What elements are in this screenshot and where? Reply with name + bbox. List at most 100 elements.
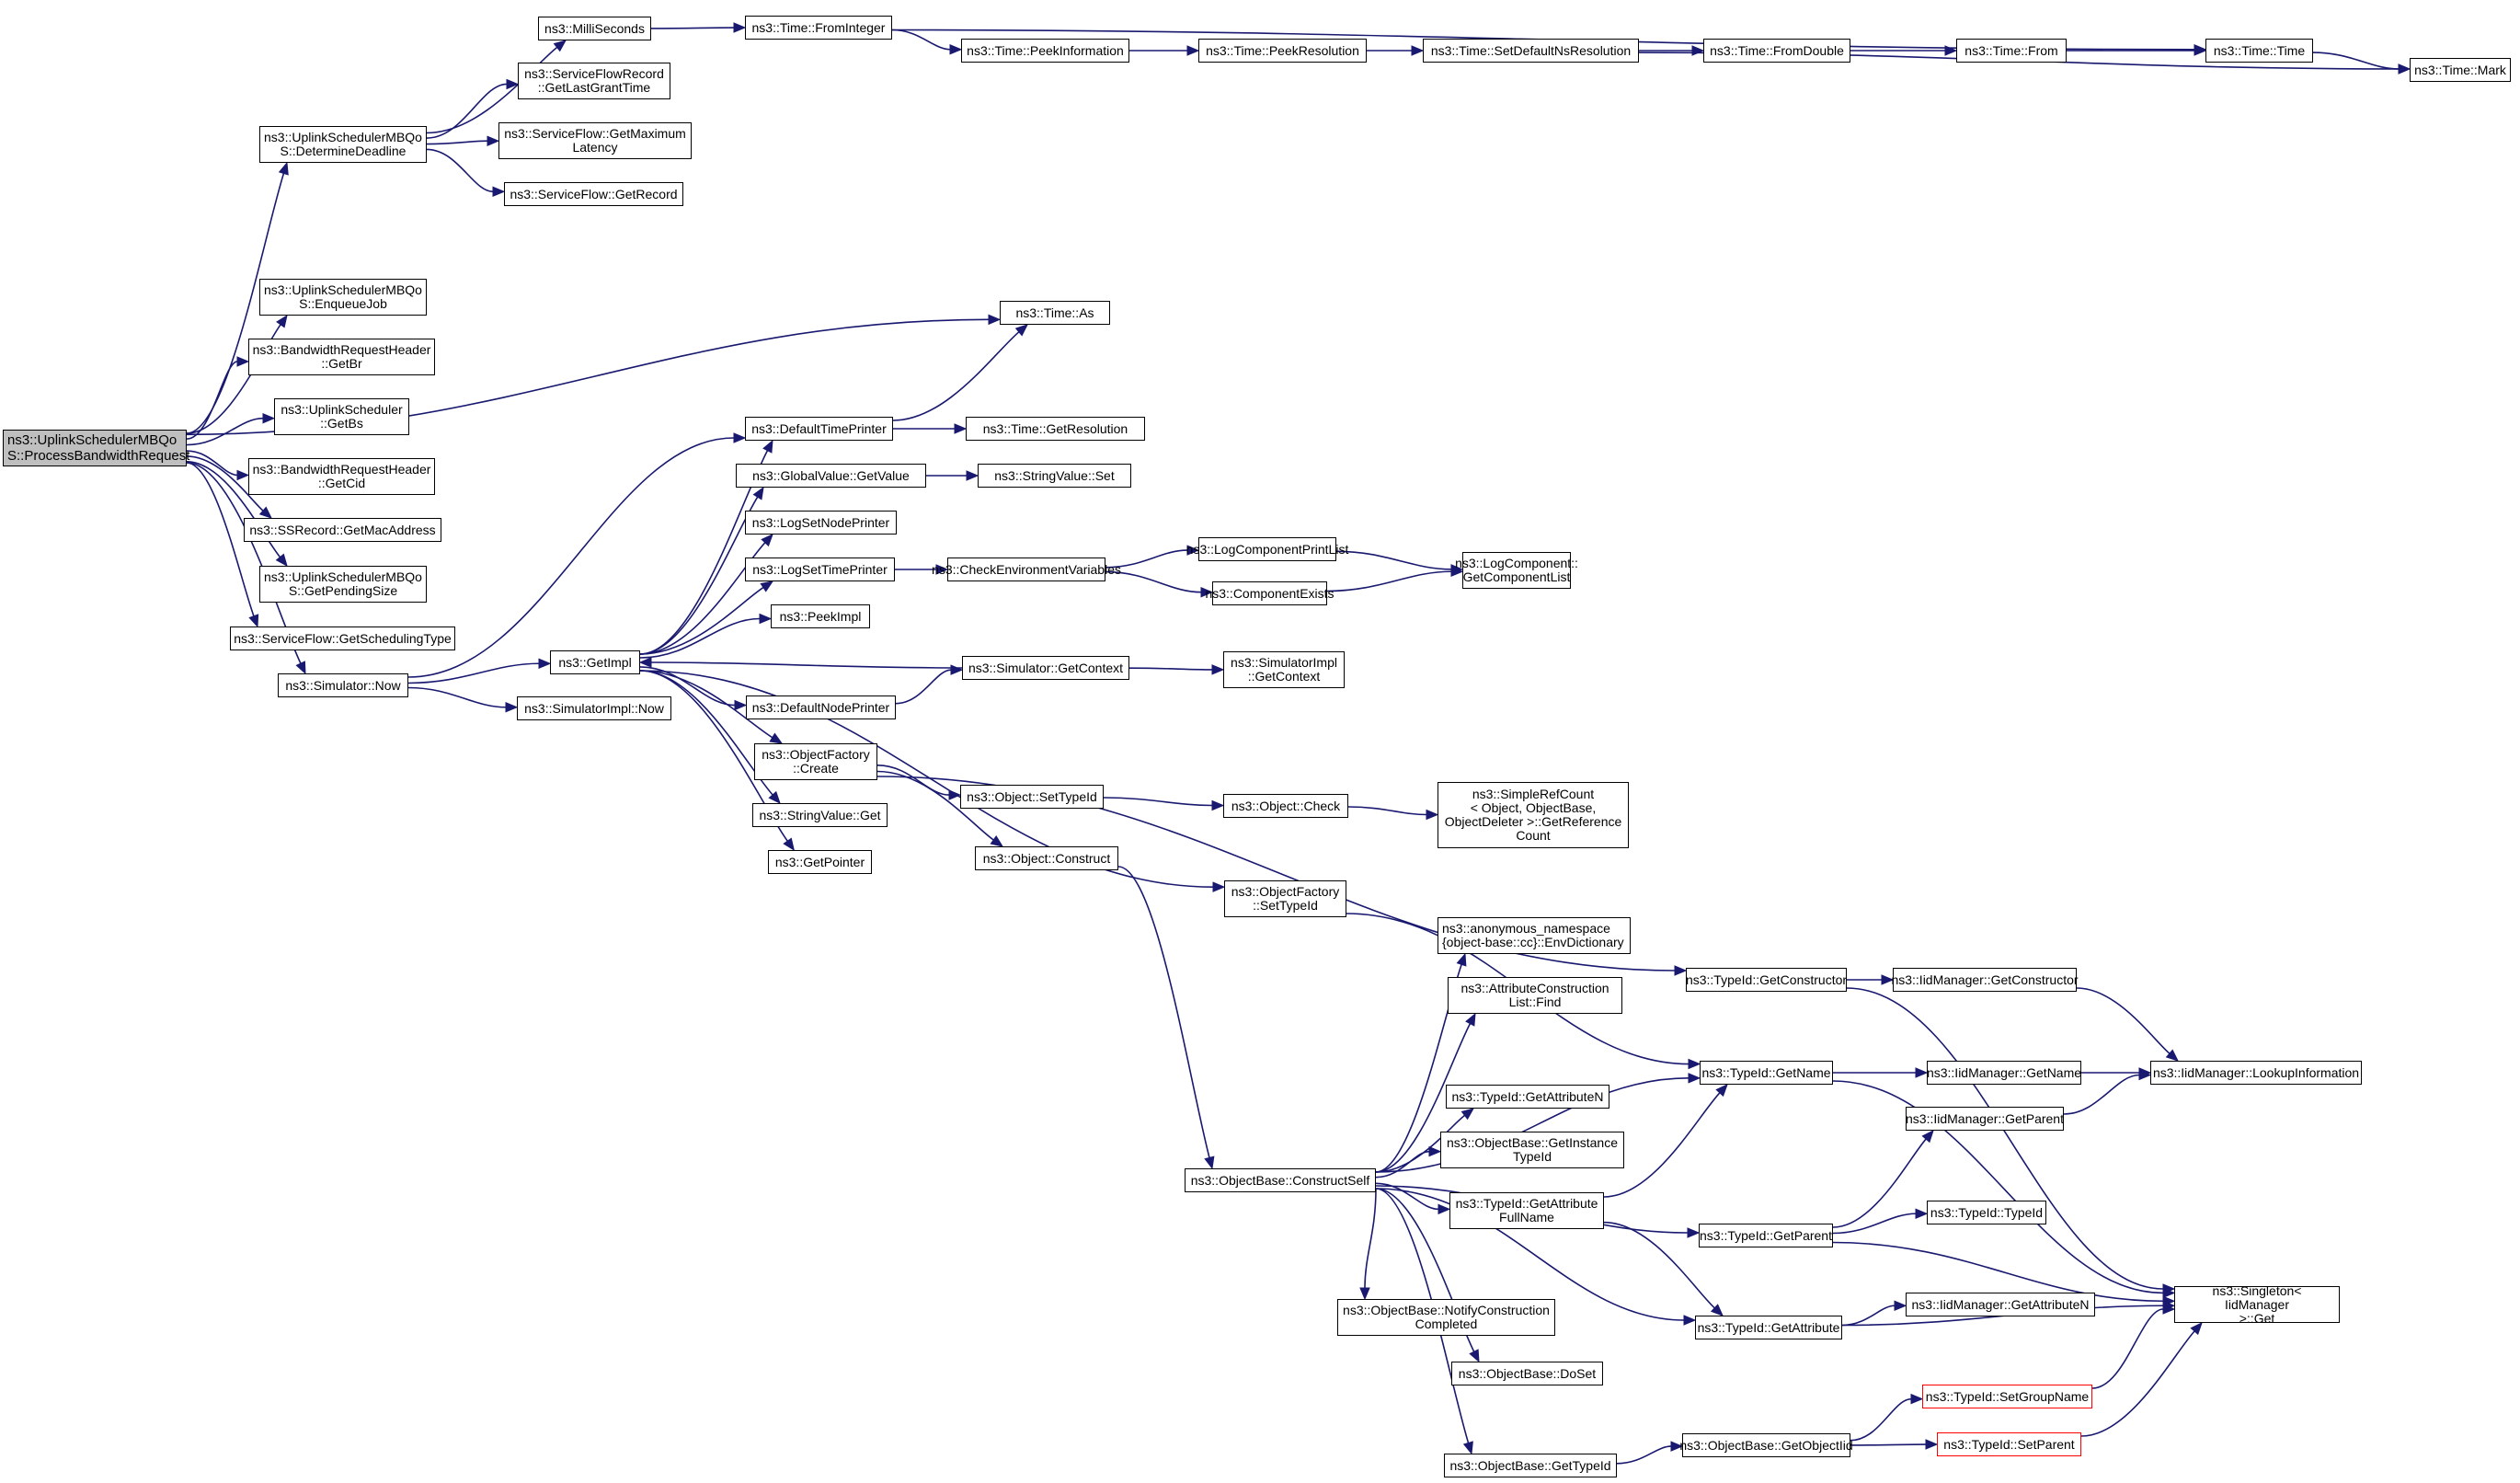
node-iid-manager-get-parent[interactable]: ns3::IidManager::GetParent [1906, 1107, 2064, 1131]
node-get-impl[interactable]: ns3::GetImpl [550, 650, 640, 674]
arrowhead-icon [492, 186, 506, 198]
edge-root-to-getCid [186, 450, 238, 477]
node-type-id-get-parent[interactable]: ns3::TypeId::GetParent [1699, 1224, 1833, 1247]
node-construct-self[interactable]: ns3::ObjectBase::ConstructSelf [1185, 1168, 1376, 1192]
node-string-value-get[interactable]: ns3::StringValue::Get [752, 803, 888, 827]
node-time-as[interactable]: ns3::Time::As [1000, 301, 1110, 325]
arrowhead-icon [236, 356, 250, 367]
node-object-factory-create[interactable]: ns3::ObjectFactory ::Create [754, 743, 877, 780]
node-notify-construction-completed[interactable]: ns3::ObjectBase::NotifyConstruction Comp… [1337, 1299, 1555, 1336]
node-get-pointer[interactable]: ns3::GetPointer [768, 850, 872, 874]
node-simulator-impl-get-context[interactable]: ns3::SimulatorImpl ::GetContext [1223, 651, 1345, 688]
node-string-value-set[interactable]: ns3::StringValue::Set [978, 464, 1131, 488]
node-iid-manager-get-name[interactable]: ns3::IidManager::GetName [1927, 1061, 2081, 1085]
node-object-set-type-id[interactable]: ns3::Object::SetTypeId [960, 785, 1104, 809]
node-simulator-impl-now[interactable]: ns3::SimulatorImpl::Now [517, 696, 671, 720]
arrowhead-icon [2138, 1069, 2152, 1081]
node-get-br[interactable]: ns3::BandwidthRequestHeader ::GetBr [248, 339, 435, 375]
node-time-from-integer[interactable]: ns3::Time::FromInteger [745, 16, 892, 40]
node-determine-deadline[interactable]: ns3::UplinkSchedulerMBQo S::DetermineDea… [259, 126, 427, 163]
node-attribute-construction-list-find[interactable]: ns3::AttributeConstruction List::Find [1448, 977, 1622, 1014]
edge-typeIdGetParent-to-singletonGet [1832, 1241, 2164, 1303]
node-default-time-printer[interactable]: ns3::DefaultTimePrinter [745, 417, 893, 441]
arrowhead-icon [1925, 1439, 1939, 1450]
arrowhead-icon [1687, 1227, 1701, 1238]
node-get-scheduling-type[interactable]: ns3::ServiceFlow::GetSchedulingType [230, 627, 455, 650]
arrowhead-icon [1674, 965, 1688, 976]
node-singleton-iid-manager-get[interactable]: ns3::Singleton< IidManager >::Get [2174, 1283, 2340, 1325]
node-object-factory-set-type-id[interactable]: ns3::ObjectFactory ::SetTypeId [1224, 880, 1346, 917]
edge-typeIdGetParent-to-iidGetParent [1832, 1138, 1927, 1228]
node-time-mark[interactable]: ns3::Time::Mark [2410, 58, 2511, 82]
edge-checkEnvVars-to-logComponentPrintList [1105, 549, 1188, 569]
node-component-exists[interactable]: ns3::ComponentExists [1205, 581, 1334, 605]
edge-iidGetConstructor-to-lookupInformation [2076, 987, 2171, 1054]
edge-constructSelf-to-objectBaseGetTypeId [1375, 1188, 1470, 1443]
node-check-environment-variables[interactable]: ns3::CheckEnvironmentVariables [932, 558, 1121, 581]
node-time-from[interactable]: ns3::Time::From [1956, 39, 2067, 63]
node-get-record[interactable]: ns3::ServiceFlow::GetRecord [504, 182, 683, 206]
edge-determineDeadline-to-milliSeconds [426, 46, 558, 134]
node-default-node-printer[interactable]: ns3::DefaultNodePrinter [746, 696, 896, 719]
arrowhead-icon [1688, 1073, 1701, 1084]
node-log-set-node-printer[interactable]: ns3::LogSetNodePrinter [745, 511, 897, 535]
node-get-component-list[interactable]: ns3::LogComponent:: GetComponentList [1455, 552, 1578, 589]
node-global-value-get-value[interactable]: ns3::GlobalValue::GetValue [736, 464, 926, 488]
edge-getImpl-to-objectFactoryCreate [639, 670, 773, 739]
node-get-bs[interactable]: ns3::UplinkScheduler ::GetBs [274, 398, 409, 435]
node-object-check[interactable]: ns3::Object::Check [1223, 794, 1348, 818]
node-object-construct[interactable]: ns3::Object::Construct [975, 846, 1118, 870]
node-peek-information[interactable]: ns3::Time::PeekInformation [961, 39, 1129, 63]
node-iid-manager-get-constructor[interactable]: ns3::IidManager::GetConstructor [1891, 968, 2079, 992]
node-type-id-set-parent[interactable]: ns3::TypeId::SetParent [1937, 1432, 2081, 1456]
edge-constructSelf-to-getInstanceTypeId [1375, 1150, 1430, 1178]
node-from-double[interactable]: ns3::Time::FromDouble [1703, 39, 1850, 63]
arrowhead-icon [966, 470, 979, 481]
node-iid-manager-get-attribute-n[interactable]: ns3::IidManager::GetAttributeN [1906, 1293, 2095, 1316]
node-enqueue-job[interactable]: ns3::UplinkSchedulerMBQo S::EnqueueJob [259, 279, 427, 316]
node-type-id-set-group-name[interactable]: ns3::TypeId::SetGroupName [1922, 1385, 2092, 1408]
node-log-set-time-printer[interactable]: ns3::LogSetTimePrinter [745, 558, 895, 581]
edge-componentExists-to-getComponentList [1326, 570, 1452, 592]
arrowhead-icon [553, 40, 567, 52]
node-simulator-get-context[interactable]: ns3::Simulator::GetContext [962, 656, 1129, 680]
node-simulator-now[interactable]: ns3::Simulator::Now [278, 673, 408, 697]
arrowhead-icon [1456, 952, 1467, 967]
arrowhead-icon [1014, 324, 1028, 337]
arrowhead-icon [1715, 1084, 1728, 1098]
node-get-pending-size[interactable]: ns3::UplinkSchedulerMBQo S::GetPendingSi… [259, 566, 427, 603]
node-object-base-get-type-id[interactable]: ns3::ObjectBase::GetTypeId [1444, 1454, 1617, 1477]
arrowhead-icon [760, 581, 774, 592]
node-time-time[interactable]: ns3::Time::Time [2205, 39, 2313, 63]
node-do-set[interactable]: ns3::ObjectBase::DoSet [1451, 1362, 1603, 1385]
node-set-default-ns-resolution[interactable]: ns3::Time::SetDefaultNsResolution [1423, 39, 1639, 63]
arrowhead-icon [1438, 1203, 1451, 1215]
node-simple-ref-count-get-reference-count[interactable]: ns3::SimpleRefCount < Object, ObjectBase… [1438, 782, 1629, 848]
node-get-attribute-full-name[interactable]: ns3::TypeId::GetAttribute FullName [1449, 1192, 1604, 1229]
node-log-component-print-list[interactable]: ns3::LogComponentPrintList [1186, 537, 1348, 561]
node-get-mac-address[interactable]: ns3::SSRecord::GetMacAddress [244, 518, 441, 542]
node-type-id-get-name[interactable]: ns3::TypeId::GetName [1700, 1061, 1833, 1085]
edge-typeIdGetConstructor-to-singletonGet [1846, 987, 2164, 1290]
edge-typeIdGetName-to-singletonGet [1832, 1080, 2164, 1294]
arrowhead-icon [1462, 1441, 1473, 1455]
node-type-id-get-attribute-n[interactable]: ns3::TypeId::GetAttributeN [1446, 1085, 1609, 1109]
node-get-last-grant-time[interactable]: ns3::ServiceFlowRecord ::GetLastGrantTim… [518, 63, 670, 99]
node-milliseconds[interactable]: ns3::MilliSeconds [538, 17, 651, 40]
edge-root-to-getMacAddress [186, 455, 264, 512]
node-get-instance-type-id[interactable]: ns3::ObjectBase::GetInstance TypeId [1440, 1132, 1624, 1168]
node-get-object-iid[interactable]: ns3::ObjectBase::GetObjectIid [1679, 1433, 1853, 1457]
node-time-get-resolution[interactable]: ns3::Time::GetResolution [966, 417, 1145, 441]
node-type-id-get-attribute[interactable]: ns3::TypeId::GetAttribute [1695, 1316, 1842, 1339]
edge-root-to-determineDeadline [186, 173, 285, 434]
node-env-dictionary[interactable]: ns3::anonymous_namespace {object-base::c… [1438, 917, 1631, 954]
node-type-id-get-constructor[interactable]: ns3::TypeId::GetConstructor [1686, 968, 1847, 992]
edge-simulatorNow-to-simulatorImplNow [407, 686, 507, 708]
node-peek-resolution[interactable]: ns3::Time::PeekResolution [1198, 39, 1367, 63]
node-peek-impl[interactable]: ns3::PeekImpl [771, 604, 870, 628]
node-iid-manager-lookup-information[interactable]: ns3::IidManager::LookupInformation [2150, 1061, 2362, 1085]
node-type-id-type-id[interactable]: ns3::TypeId::TypeId [1927, 1201, 2046, 1224]
node-root-process-bandwidth-request[interactable]: ns3::UplinkSchedulerMBQo S::ProcessBandw… [3, 430, 189, 466]
node-get-maximum-latency[interactable]: ns3::ServiceFlow::GetMaximum Latency [498, 122, 692, 159]
node-get-cid[interactable]: ns3::BandwidthRequestHeader ::GetCid [248, 458, 435, 495]
